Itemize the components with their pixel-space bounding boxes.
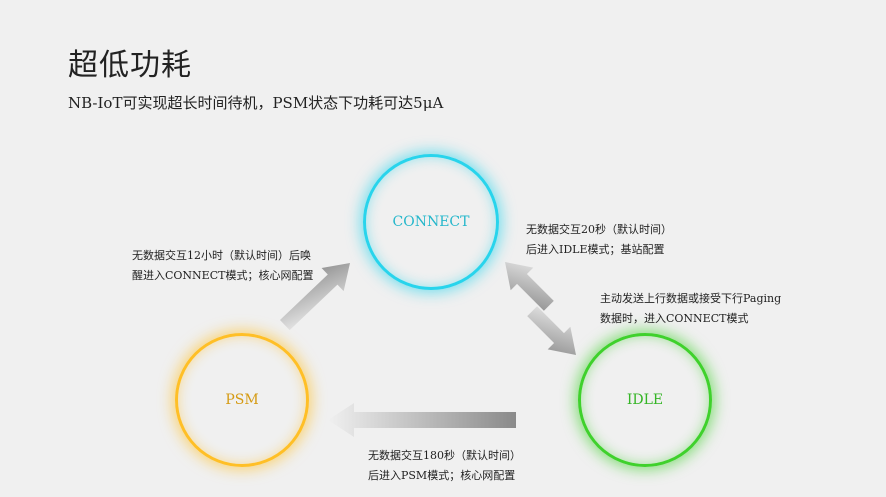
note-line: 无数据交互20秒（默认时间）	[526, 223, 672, 236]
note-line: 后进入IDLE模式；基站配置	[526, 243, 665, 256]
note-psm-to-connect: 无数据交互12小时（默认时间）后唤 醒进入CONNECT模式；核心网配置	[132, 246, 313, 286]
psm-state-node: PSM	[175, 333, 309, 467]
note-line: 主动发送上行数据或接受下行Paging	[600, 292, 782, 305]
idle-label: IDLE	[626, 392, 664, 408]
psm-label: PSM	[225, 392, 259, 408]
note-line: 后进入PSM模式；核心网配置	[368, 469, 516, 482]
arrow-psm-to-connect	[279, 263, 350, 331]
note-line: 无数据交互180秒（默认时间）	[368, 449, 521, 462]
note-idle-to-psm: 无数据交互180秒（默认时间） 后进入PSM模式；核心网配置	[368, 446, 521, 486]
idle-state-node: IDLE	[578, 333, 712, 467]
arrow-idle-to-connect	[505, 262, 554, 311]
connect-label: CONNECT	[392, 214, 470, 230]
note-line: 数据时，进入CONNECT模式	[600, 312, 749, 325]
arrow-idle-to-psm	[328, 403, 516, 437]
page-title: 超低功耗	[68, 48, 192, 83]
page-subtitle: NB-IoT可实现超长时间待机，PSM状态下功耗可达5μA	[68, 94, 444, 112]
note-idle-to-connect: 主动发送上行数据或接受下行Paging 数据时，进入CONNECT模式	[600, 289, 781, 329]
note-connect-to-idle: 无数据交互20秒（默认时间） 后进入IDLE模式；基站配置	[526, 220, 672, 260]
note-line: 无数据交互12小时（默认时间）后唤	[132, 249, 311, 262]
connect-state-node: CONNECT	[363, 154, 499, 290]
note-line: 醒进入CONNECT模式；核心网配置	[132, 269, 314, 282]
arrow-connect-to-idle	[527, 306, 576, 355]
